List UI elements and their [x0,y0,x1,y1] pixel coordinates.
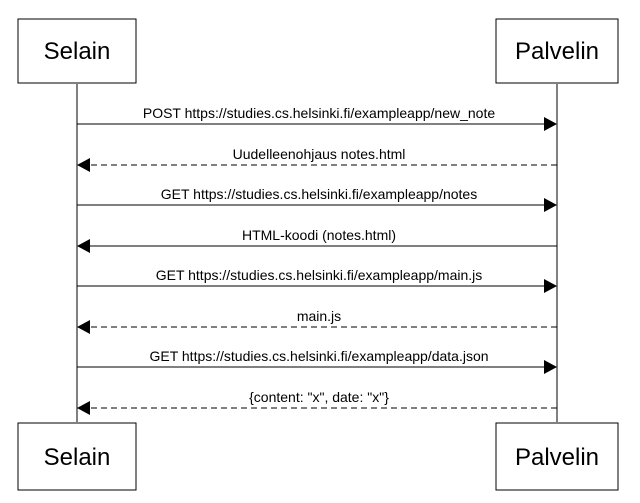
message-4: HTML-koodi (notes.html) [77,227,557,253]
message-label: {content: "x", date: "x"} [249,389,389,405]
participant-server-top: Palvelin [495,18,619,84]
arrowhead-icon [544,360,557,374]
participant-browser-top: Selain [17,18,137,84]
participant-server-bottom: Palvelin [495,422,619,491]
message-8: {content: "x", date: "x"} [77,389,557,415]
participant-browser-bottom: Selain [17,422,137,491]
message-label: HTML-koodi (notes.html) [242,227,396,243]
arrowhead-icon [77,158,90,172]
arrowhead-icon [544,117,557,131]
arrowhead-icon [544,279,557,293]
message-5: GET https://studies.cs.helsinki.fi/examp… [77,267,557,293]
message-label: main.js [297,308,341,324]
message-label: POST https://studies.cs.helsinki.fi/exam… [143,105,495,121]
message-6: main.js [77,308,557,334]
arrowhead-icon [77,320,90,334]
message-label: GET https://studies.cs.helsinki.fi/examp… [149,348,488,364]
message-label: GET https://studies.cs.helsinki.fi/examp… [156,267,483,283]
message-2: Uudelleenohjaus notes.html [77,146,557,172]
message-label: Uudelleenohjaus notes.html [233,146,406,162]
arrowhead-icon [77,401,90,415]
arrowhead-icon [77,239,90,253]
message-7: GET https://studies.cs.helsinki.fi/examp… [77,348,557,374]
participant-browser-bottom-label: Selain [44,444,111,471]
participant-server-top-label: Palvelin [515,38,599,65]
message-3: GET https://studies.cs.helsinki.fi/examp… [77,186,557,212]
arrowhead-icon [544,198,557,212]
messages: POST https://studies.cs.helsinki.fi/exam… [77,105,557,415]
participant-server-bottom-label: Palvelin [515,444,599,471]
participant-browser-top-label: Selain [44,38,111,65]
message-1: POST https://studies.cs.helsinki.fi/exam… [77,105,557,131]
message-label: GET https://studies.cs.helsinki.fi/examp… [161,186,477,202]
